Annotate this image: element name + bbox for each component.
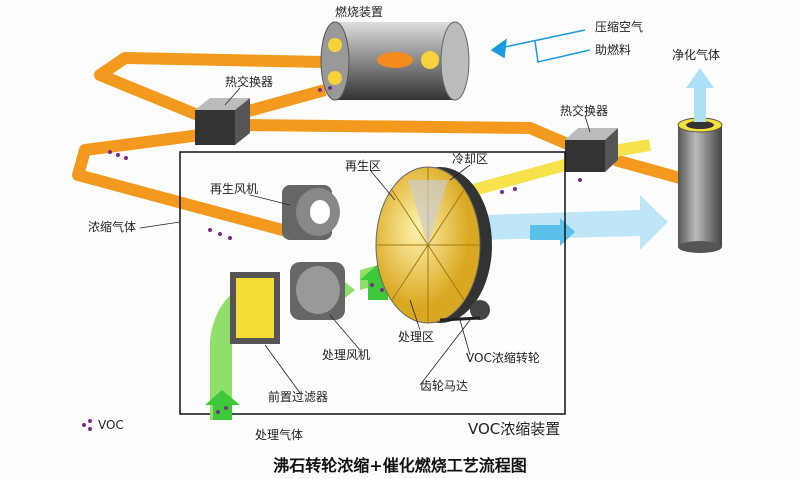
regen-fan xyxy=(282,185,340,240)
voc-legend-label: VOC xyxy=(98,418,124,432)
burner-cylinder xyxy=(320,21,470,101)
fuel-label: 助燃料 xyxy=(595,43,632,57)
heat-exchanger-left xyxy=(195,98,250,145)
gear-motor xyxy=(470,300,490,320)
heat-exchanger-left-label: 热交换器 xyxy=(225,75,274,89)
regen-fan-label: 再生风机 xyxy=(210,182,259,196)
voc-wheel-label: VOC浓缩转轮 xyxy=(466,351,540,365)
heat-exchanger-right xyxy=(565,128,618,172)
voc-device-frame xyxy=(179,151,566,415)
process-fan-label: 处理风机 xyxy=(322,348,371,362)
concentrated-gas-label: 浓缩气体 xyxy=(88,220,137,234)
clean-gas-label: 净化气体 xyxy=(672,48,721,62)
hot-gas-pipes xyxy=(72,52,682,238)
voc-rotor-wheel xyxy=(375,166,492,324)
diagram-title: 沸石转轮浓缩+催化燃烧工艺流程图 xyxy=(273,456,527,475)
regen-zone-label: 再生区 xyxy=(345,159,382,173)
pre-filter xyxy=(230,272,280,344)
process-gas-label: 处理气体 xyxy=(255,428,304,442)
voc-dots xyxy=(82,86,582,431)
exhaust-stack xyxy=(677,68,723,253)
burner-label: 燃烧装置 xyxy=(335,5,384,19)
cooling-zone-label: 冷却区 xyxy=(452,152,489,166)
leader-lines xyxy=(139,87,591,394)
compressed-air-label: 压缩空气 xyxy=(595,20,644,34)
process-zone-label: 处理区 xyxy=(398,330,435,344)
voc-device-label: VOC浓缩装置 xyxy=(468,420,561,438)
clean-gas-arrow xyxy=(480,195,668,250)
air-fuel-arrow xyxy=(490,29,591,63)
pre-filter-label: 前置过滤器 xyxy=(268,390,329,404)
process-fan xyxy=(290,262,345,320)
heat-exchanger-right-label: 热交换器 xyxy=(560,104,609,118)
gear-motor-label: 齿轮马达 xyxy=(420,379,469,393)
